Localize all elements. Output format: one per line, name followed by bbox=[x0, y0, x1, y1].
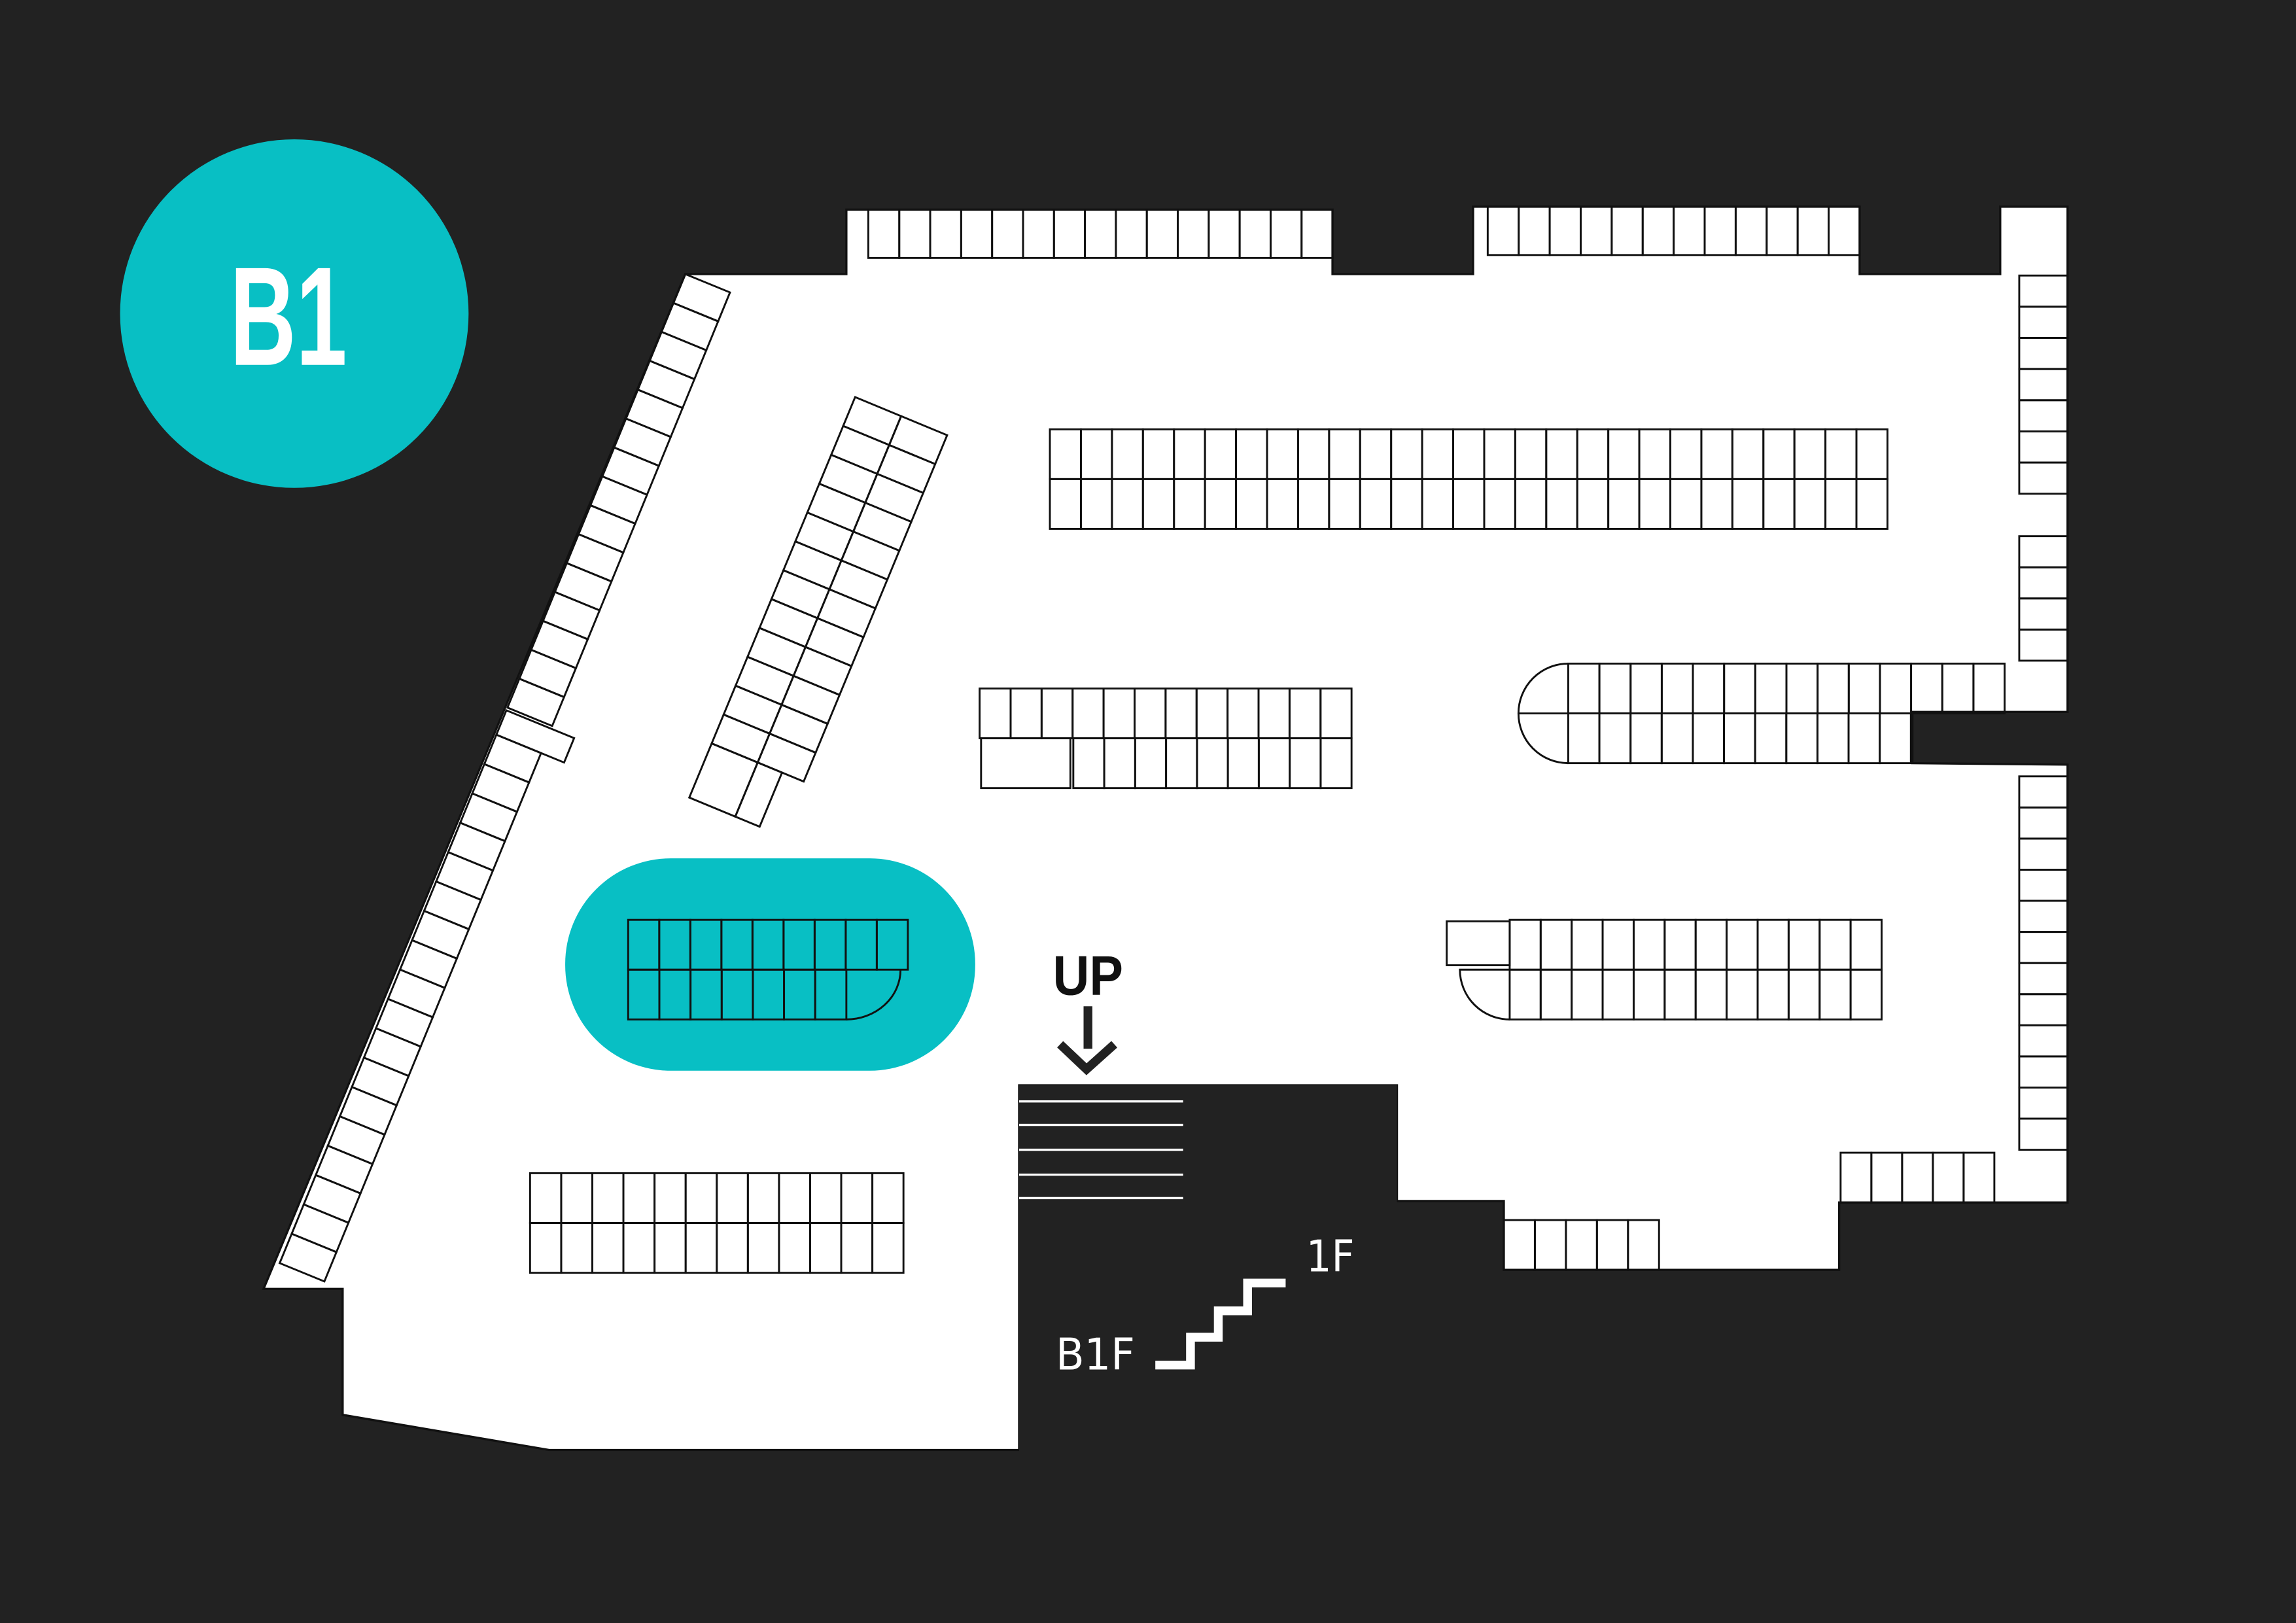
parking-stall bbox=[1446, 920, 1511, 966]
floor-badge-label: B1 bbox=[230, 237, 347, 395]
priority-stall-row bbox=[627, 968, 848, 1021]
floor-area bbox=[262, 205, 2069, 1452]
stall-row bbox=[529, 1172, 905, 1274]
ramp-stripes bbox=[1019, 1100, 1183, 1200]
parking-stall bbox=[495, 708, 576, 764]
stall-row bbox=[867, 209, 1334, 259]
stall-row bbox=[1567, 712, 1912, 765]
stall-row bbox=[2018, 535, 2069, 662]
parking-stall bbox=[1828, 205, 1861, 256]
parking-stall bbox=[871, 1222, 905, 1274]
parking-stall bbox=[875, 918, 909, 971]
stall-row bbox=[1049, 428, 1888, 530]
parking-stalls bbox=[278, 205, 2069, 1283]
curb-cap bbox=[1517, 662, 1569, 765]
ramp: 1F B1F bbox=[1019, 1085, 1397, 1452]
parking-stall bbox=[2018, 461, 2069, 495]
diagonal-stall-row bbox=[710, 396, 948, 783]
parking-stall bbox=[2018, 1117, 2069, 1151]
curb-cap bbox=[846, 969, 902, 1021]
stall-row bbox=[1486, 205, 1861, 256]
lower-floor-label: B1F bbox=[1056, 1329, 1135, 1380]
stall-row bbox=[1503, 1219, 1660, 1271]
floor-badge: B1 bbox=[120, 139, 469, 488]
floor-badge-circle bbox=[120, 139, 469, 488]
stall-row bbox=[1446, 920, 1511, 966]
upper-floor-label: 1F bbox=[1306, 1230, 1355, 1282]
down-arrow-icon bbox=[1057, 1006, 1117, 1075]
curb-cap bbox=[1459, 968, 1510, 1021]
wall-stall-row bbox=[506, 273, 731, 727]
stairs-icon bbox=[1155, 1278, 1286, 1370]
up-label: UP bbox=[1052, 945, 1122, 1007]
parking-stall bbox=[1849, 968, 1883, 1021]
stall-row bbox=[2018, 274, 2069, 495]
priority-parking-zone bbox=[565, 858, 975, 1071]
parking-stall bbox=[1319, 737, 1353, 790]
parking-stall bbox=[980, 737, 1071, 790]
parking-stall bbox=[1879, 712, 1912, 765]
parking-stall bbox=[2018, 628, 2069, 662]
diagonal-stall-row bbox=[734, 761, 784, 828]
parking-stall bbox=[278, 1232, 338, 1283]
stall-row bbox=[1072, 737, 1353, 790]
up-direction: UP bbox=[1052, 945, 1123, 1075]
wall-stall-row bbox=[495, 708, 576, 764]
ramp-area bbox=[1019, 1085, 1397, 1452]
parking-stall bbox=[1972, 662, 2006, 714]
parking-stall bbox=[1300, 209, 1334, 259]
wall-stall-row bbox=[278, 733, 543, 1283]
parking-stall bbox=[1962, 1151, 1996, 1204]
parking-stall bbox=[814, 968, 848, 1021]
parking-stall bbox=[506, 677, 566, 727]
stall-row bbox=[1508, 918, 1883, 1021]
stall-row bbox=[980, 737, 1071, 790]
parking-stall bbox=[1855, 478, 1888, 530]
parking-stall bbox=[1627, 1219, 1660, 1271]
parking-stall bbox=[734, 761, 784, 828]
stall-row bbox=[2018, 775, 2069, 1151]
stall-row bbox=[1839, 1151, 1996, 1204]
